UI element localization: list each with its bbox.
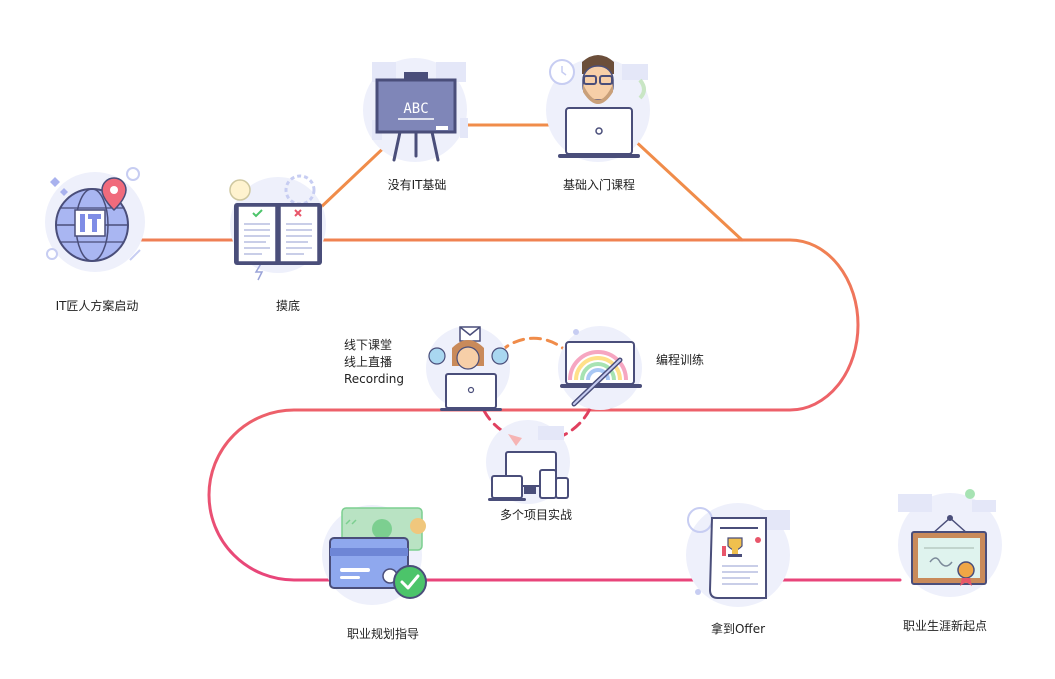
teacher-laptop-icon <box>546 55 650 162</box>
credit-card-check-icon <box>322 505 427 605</box>
open-book-icon <box>229 174 326 281</box>
step-label-career: 职业规划指导 <box>346 627 420 641</box>
step-label-launch: IT匠人方案启动 <box>55 299 139 313</box>
step-label-projects: 多个项目实战 <box>499 508 573 522</box>
step-label-offer: 拿到Offer <box>710 622 766 636</box>
step-label-coding: 编程训练 <box>656 353 705 367</box>
step-label-no-it: 没有IT基础 <box>387 178 447 192</box>
step-label-intro: 基础入门课程 <box>562 178 636 192</box>
path-assess-to-noit <box>316 138 394 212</box>
student-laptop-icon <box>426 326 510 411</box>
devices-icon <box>486 420 570 504</box>
learning-mode-offline: 线下课堂 <box>344 338 393 352</box>
certificate-icon <box>898 489 1002 597</box>
path-intro-to-loop <box>630 136 744 242</box>
learning-modes-list: 线下课堂 线上直播 Recording <box>344 337 434 388</box>
step-label-assess: 摸底 <box>275 299 301 313</box>
path-main-curve <box>207 238 902 582</box>
dashed-loop-bottom <box>476 393 597 444</box>
chalkboard-icon: ABC <box>363 58 468 162</box>
globe-pin-icon <box>45 167 145 272</box>
learning-mode-live: 线上直播 <box>344 355 393 369</box>
step-label-new-start: 职业生涯新起点 <box>902 619 988 633</box>
learning-mode-recording: Recording <box>344 372 405 386</box>
newspaper-trophy-icon <box>686 503 790 607</box>
dashed-loop-top <box>498 336 567 354</box>
journey-path <box>128 123 902 582</box>
chalkboard-text: ABC <box>403 101 428 117</box>
laptop-rainbow-icon <box>558 326 642 410</box>
